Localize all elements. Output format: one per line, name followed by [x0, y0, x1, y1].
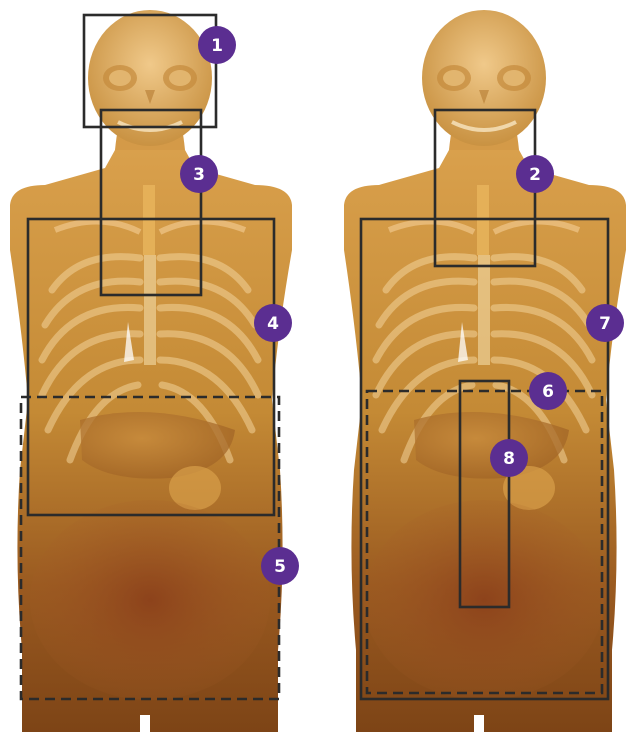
region-8-badge: 8	[490, 439, 528, 477]
region-6-label: 6	[542, 382, 554, 402]
region-2-badge: 2	[516, 155, 554, 193]
region-2-label: 2	[529, 165, 541, 185]
right-phantom	[344, 10, 626, 732]
region-5-badge: 5	[261, 547, 299, 585]
region-4-label: 4	[267, 314, 279, 334]
region-3-label: 3	[193, 165, 205, 185]
region-7-badge: 7	[586, 304, 624, 342]
region-6-badge: 6	[529, 372, 567, 410]
region-8-label: 8	[503, 449, 515, 469]
region-5-label: 5	[274, 557, 286, 577]
left-phantom	[10, 10, 292, 732]
region-1-label: 1	[211, 36, 223, 56]
region-1-badge: 1	[198, 26, 236, 64]
region-7-label: 7	[599, 314, 611, 334]
region-3-badge: 3	[180, 155, 218, 193]
region-4-badge: 4	[254, 304, 292, 342]
